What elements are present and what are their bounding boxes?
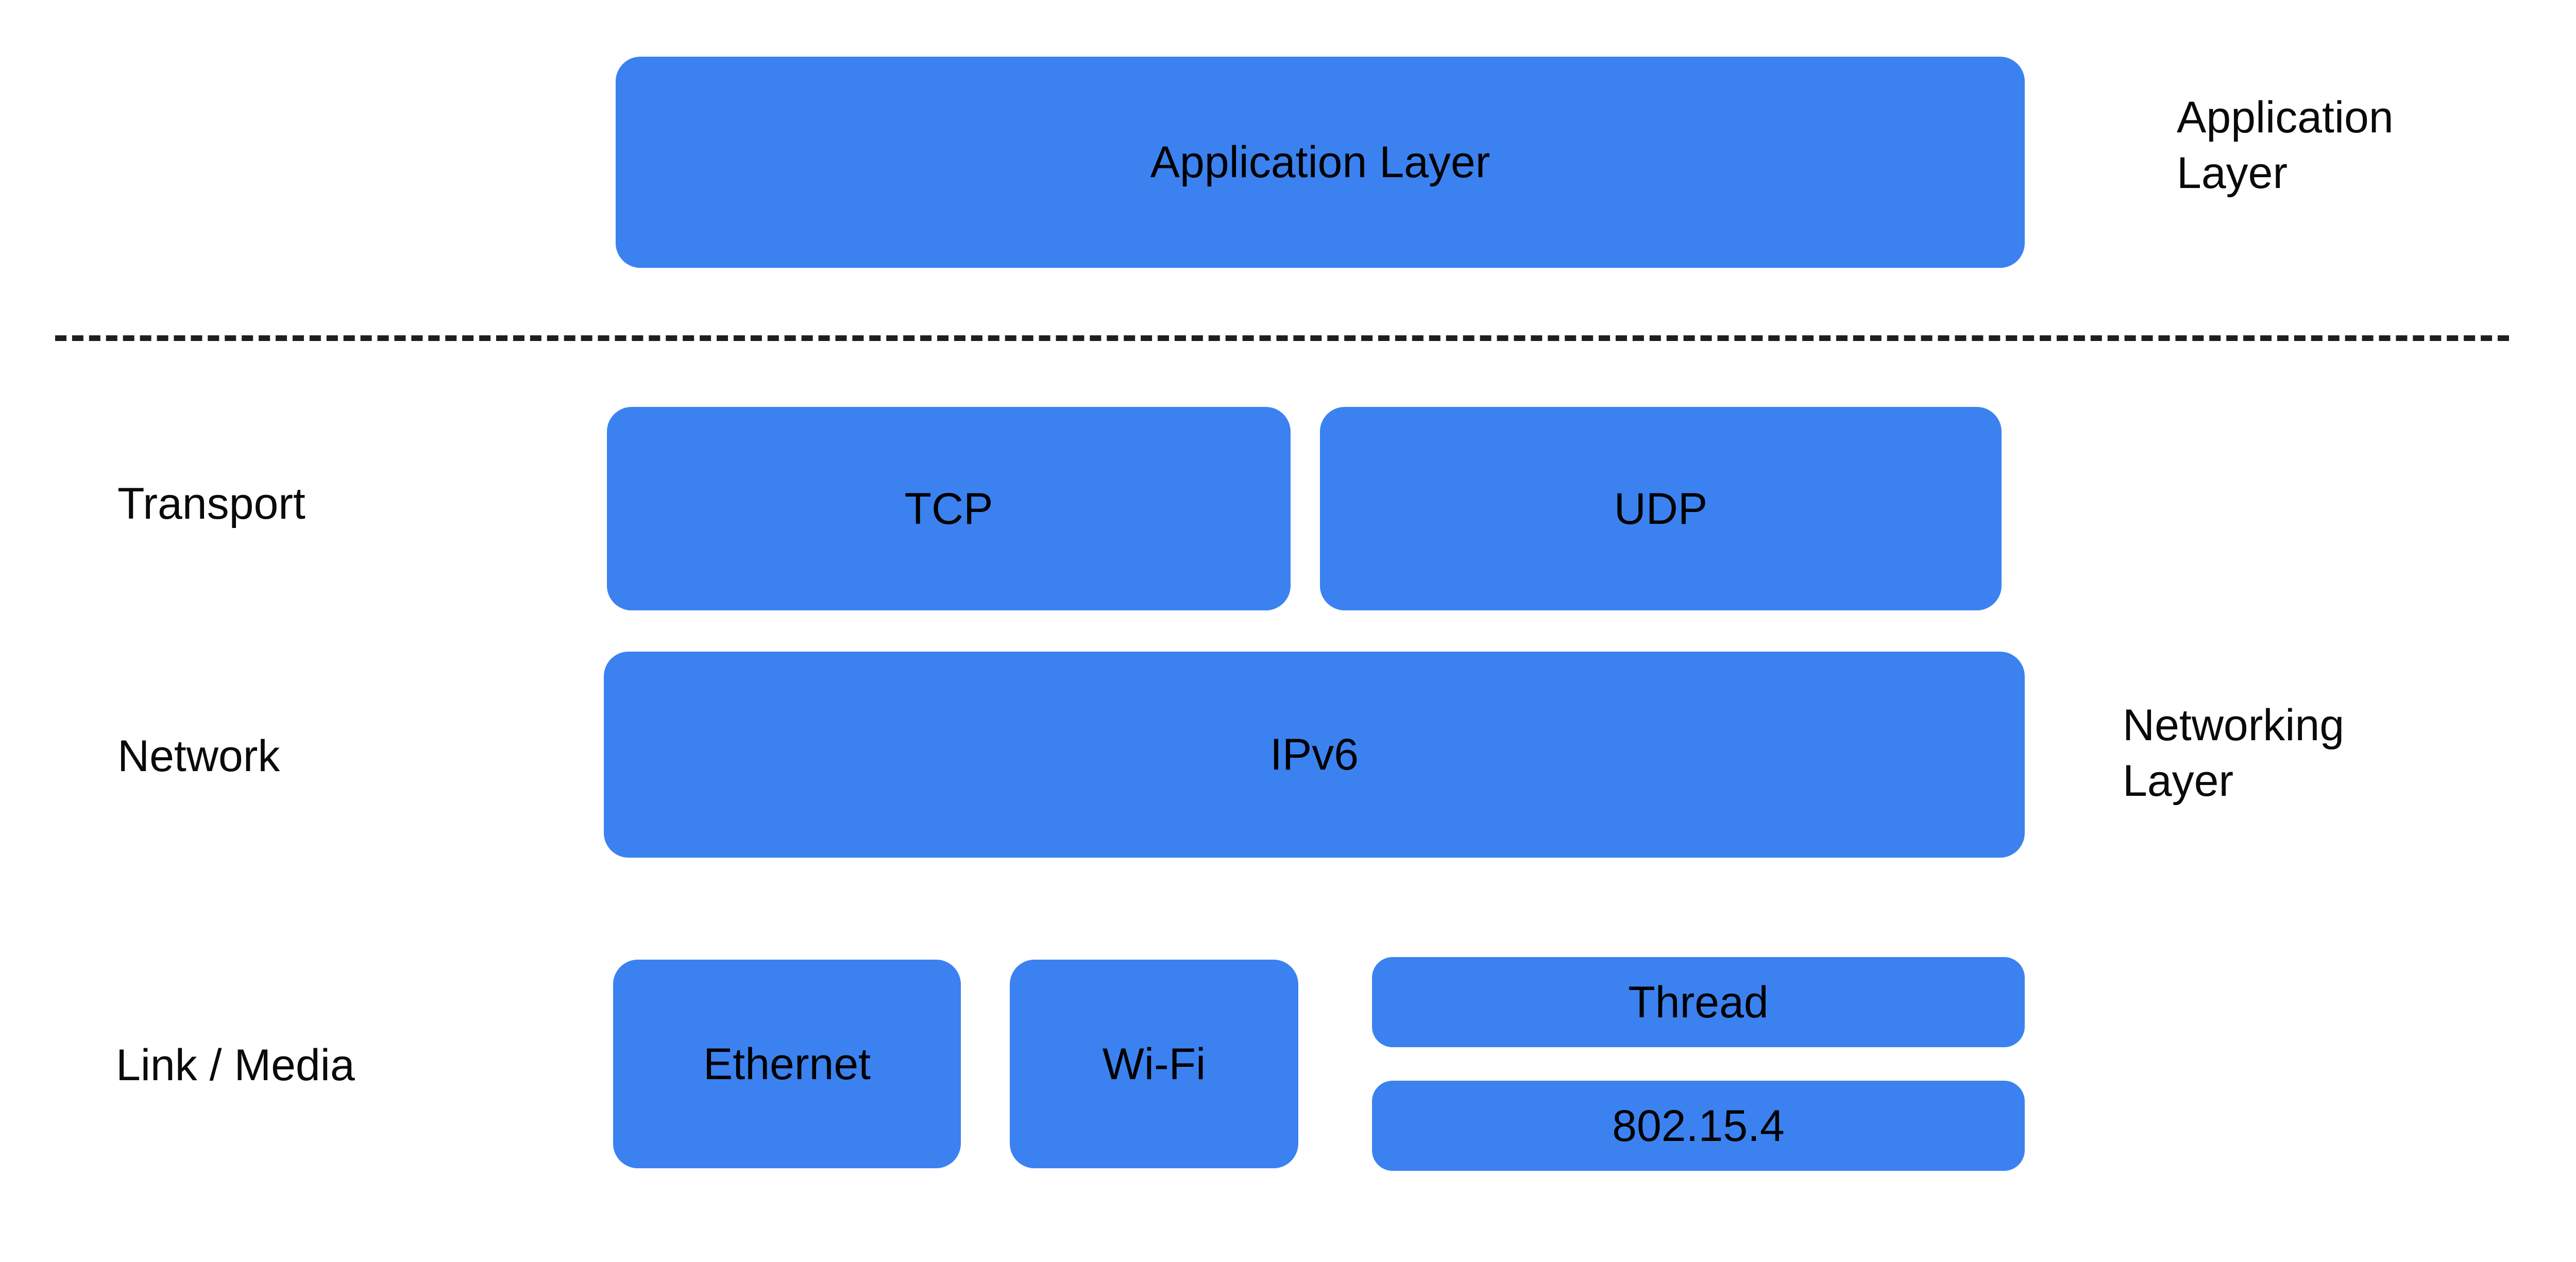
- block-802-15-4[interactable]: 802.15.4: [1372, 1081, 2025, 1171]
- side-label-application-layer: Application Layer: [2177, 93, 2394, 198]
- side-label-networking-layer: Networking Layer: [2123, 701, 2345, 806]
- row-label-link-media: Link / Media: [116, 1041, 355, 1090]
- block-wifi[interactable]: Wi-Fi: [1010, 960, 1298, 1168]
- layer-divider-dashed: [55, 335, 2509, 341]
- block-ipv6[interactable]: IPv6: [604, 652, 2025, 858]
- block-ethernet[interactable]: Ethernet: [613, 960, 961, 1168]
- row-label-network: Network: [117, 731, 280, 781]
- row-label-transport: Transport: [117, 479, 306, 528]
- block-tcp[interactable]: TCP: [607, 407, 1291, 610]
- block-thread[interactable]: Thread: [1372, 957, 2025, 1047]
- block-udp[interactable]: UDP: [1320, 407, 2002, 610]
- block-application-layer[interactable]: Application Layer: [616, 57, 2025, 268]
